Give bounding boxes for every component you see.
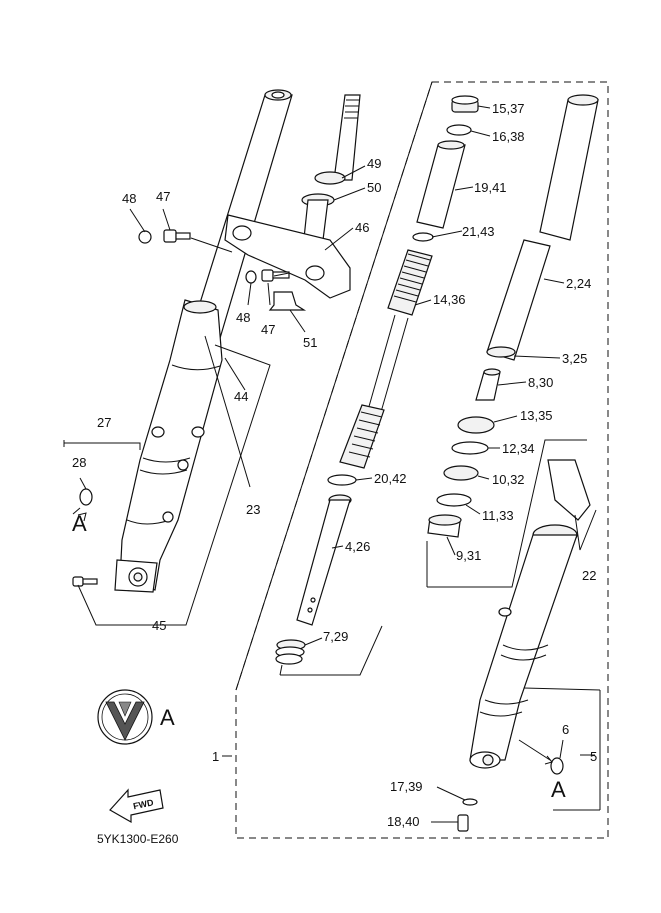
callout-45: 45 (152, 618, 166, 633)
callout-22: 22 (582, 568, 596, 583)
callout-19-41: 19,41 (474, 180, 507, 195)
callout-5: 5 (590, 749, 597, 764)
callout-17-39: 17,39 (390, 779, 423, 794)
callout-4-26: 4,26 (345, 539, 370, 554)
right-outer-tube (457, 459, 591, 832)
callout-47-lower: 47 (261, 322, 275, 337)
callout-27: 27 (97, 415, 111, 430)
callout-23: 23 (246, 502, 260, 517)
callout-14-36: 14,36 (433, 292, 466, 307)
ref-letter-a-right: A (551, 777, 566, 802)
callout-20-42: 20,42 (374, 471, 407, 486)
callout-1: 1 (212, 749, 219, 764)
upper-bracket-and-stem (224, 94, 361, 311)
right-exploded-parts (427, 94, 599, 538)
ref-letter-a-left: A (72, 511, 87, 536)
callout-28: 28 (72, 455, 86, 470)
callout-6: 6 (562, 722, 569, 737)
assembled-fork-leg (114, 89, 293, 593)
callout-51: 51 (303, 335, 317, 350)
callout-46: 46 (355, 220, 369, 235)
callout-12-34: 12,34 (502, 441, 535, 456)
callout-21-43: 21,43 (462, 224, 495, 239)
callout-9-31: 9,31 (456, 548, 481, 563)
logo-letter-a: A (160, 705, 175, 730)
callout-47-top: 47 (156, 189, 170, 204)
callout-50: 50 (367, 180, 381, 195)
callout-8-30: 8,30 (528, 375, 553, 390)
callout-3-25: 3,25 (562, 351, 587, 366)
callout-2-24: 2,24 (566, 276, 591, 291)
fwd-label: FWD (132, 797, 155, 811)
callout-13-35: 13,35 (520, 408, 553, 423)
callout-10-32: 10,32 (492, 472, 525, 487)
callout-48-top: 48 (122, 191, 136, 206)
callout-44: 44 (234, 389, 248, 404)
exploded-view-boundary (235, 81, 609, 839)
diagram-code: 5YK1300-E260 (97, 832, 179, 846)
callout-18-40: 18,40 (387, 814, 420, 829)
center-internal-parts (275, 140, 466, 665)
callout-labels: 15,37 16,38 19,41 21,43 14,36 2,24 3,25 … (72, 101, 597, 829)
callout-49: 49 (367, 156, 381, 171)
callout-11-33: 11,33 (482, 508, 514, 523)
left-hardware (72, 229, 290, 587)
brand-logo-badge: A (97, 689, 175, 745)
callout-15-37: 15,37 (492, 101, 525, 116)
callout-16-38: 16,38 (492, 129, 525, 144)
leader-lines (63, 81, 601, 823)
callout-7-29: 7,29 (323, 629, 348, 644)
callout-48-lower: 48 (236, 310, 250, 325)
fwd-arrow-icon: FWD (109, 788, 164, 824)
